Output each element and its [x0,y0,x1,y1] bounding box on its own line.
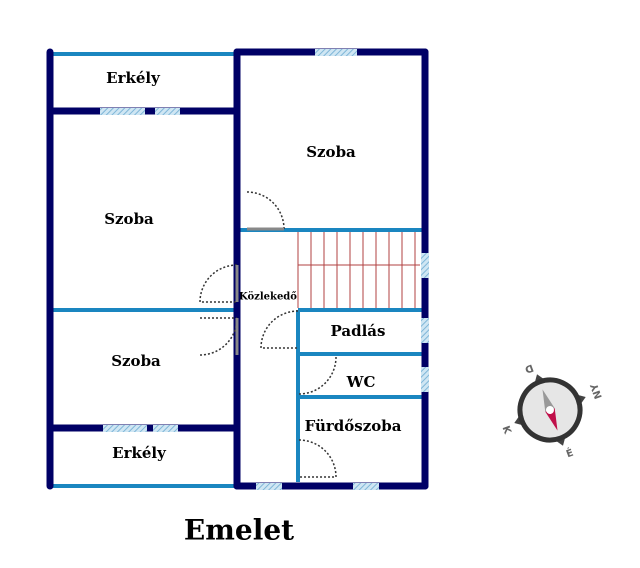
door-leaves [235,227,284,355]
room-label-wc: WC [346,373,376,391]
room-label-bathroom: Fürdőszoba [304,417,402,435]
windows [100,49,429,490]
floor-title: Emelet [183,513,295,547]
room-label-attic: Padlás [330,322,386,340]
room-label-corridor: Közlekedő [239,291,297,303]
room-label-balcony-top: Erkély [106,69,160,87]
doors [199,191,337,478]
room-label-room-right-top: Szoba [306,143,356,161]
stairs [297,232,420,308]
room-label-room-left-bottom: Szoba [111,352,161,370]
room-label-balcony-bottom: Erkély [112,444,166,462]
room-label-room-left-top: Szoba [104,210,154,228]
compass-icon [514,374,586,446]
